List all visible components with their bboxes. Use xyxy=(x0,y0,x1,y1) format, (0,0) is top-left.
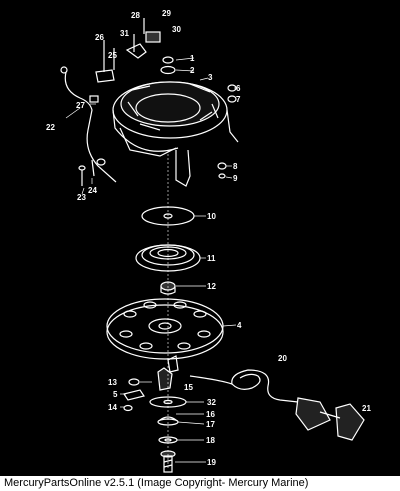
starter-rope-20 xyxy=(189,369,299,403)
copyright-footer: MercuryPartsOnline v2.5.1 (Image Copyrig… xyxy=(0,476,400,491)
part-label-5: 5 xyxy=(113,390,118,399)
starter-housing xyxy=(112,81,239,187)
leader-lines xyxy=(65,57,237,463)
part-label-29: 29 xyxy=(162,9,171,18)
part-label-8: 8 xyxy=(233,162,238,171)
part-label-10: 10 xyxy=(207,212,216,221)
pawl-assembly xyxy=(123,355,179,412)
part-label-15: 15 xyxy=(184,383,193,392)
part-label-22: 22 xyxy=(46,123,55,132)
part-label-6: 6 xyxy=(236,84,241,93)
part-label-18: 18 xyxy=(206,436,215,445)
rope-pulley-4 xyxy=(106,298,224,360)
part-label-1: 1 xyxy=(190,54,195,63)
part-label-19: 19 xyxy=(207,458,216,467)
part-label-31: 31 xyxy=(120,29,129,38)
part-label-24: 24 xyxy=(88,186,97,195)
part-label-23: 23 xyxy=(77,193,86,202)
part-label-12: 12 xyxy=(207,282,216,291)
part-label-25: 25 xyxy=(108,51,117,60)
part-label-21: 21 xyxy=(362,404,371,413)
part-label-11: 11 xyxy=(207,254,216,263)
kill-switch-cable xyxy=(60,66,117,183)
part-label-13: 13 xyxy=(108,378,117,387)
part-label-16: 16 xyxy=(206,410,215,419)
starter-handle-21 xyxy=(295,397,365,441)
part-label-4: 4 xyxy=(237,321,242,330)
part-label-30: 30 xyxy=(172,25,181,34)
part-label-7: 7 xyxy=(236,95,241,104)
part-label-3: 3 xyxy=(208,73,213,82)
clip-bracket xyxy=(95,18,161,83)
exploded-parts-diagram: 1 2 3 4 5 6 7 8 9 10 11 12 13 14 15 16 1… xyxy=(46,9,371,473)
copyright-text: MercuryPartsOnline v2.5.1 (Image Copyrig… xyxy=(4,477,309,489)
part-label-26: 26 xyxy=(95,33,104,42)
screws-left xyxy=(78,158,106,186)
part-label-27: 27 xyxy=(76,101,85,110)
part-label-32: 32 xyxy=(207,398,216,407)
part-label-2: 2 xyxy=(190,66,195,75)
part-label-14: 14 xyxy=(108,403,117,412)
part-label-28: 28 xyxy=(131,11,140,20)
part-label-17: 17 xyxy=(206,420,215,429)
part-label-20: 20 xyxy=(278,354,287,363)
part-label-9: 9 xyxy=(233,174,238,183)
